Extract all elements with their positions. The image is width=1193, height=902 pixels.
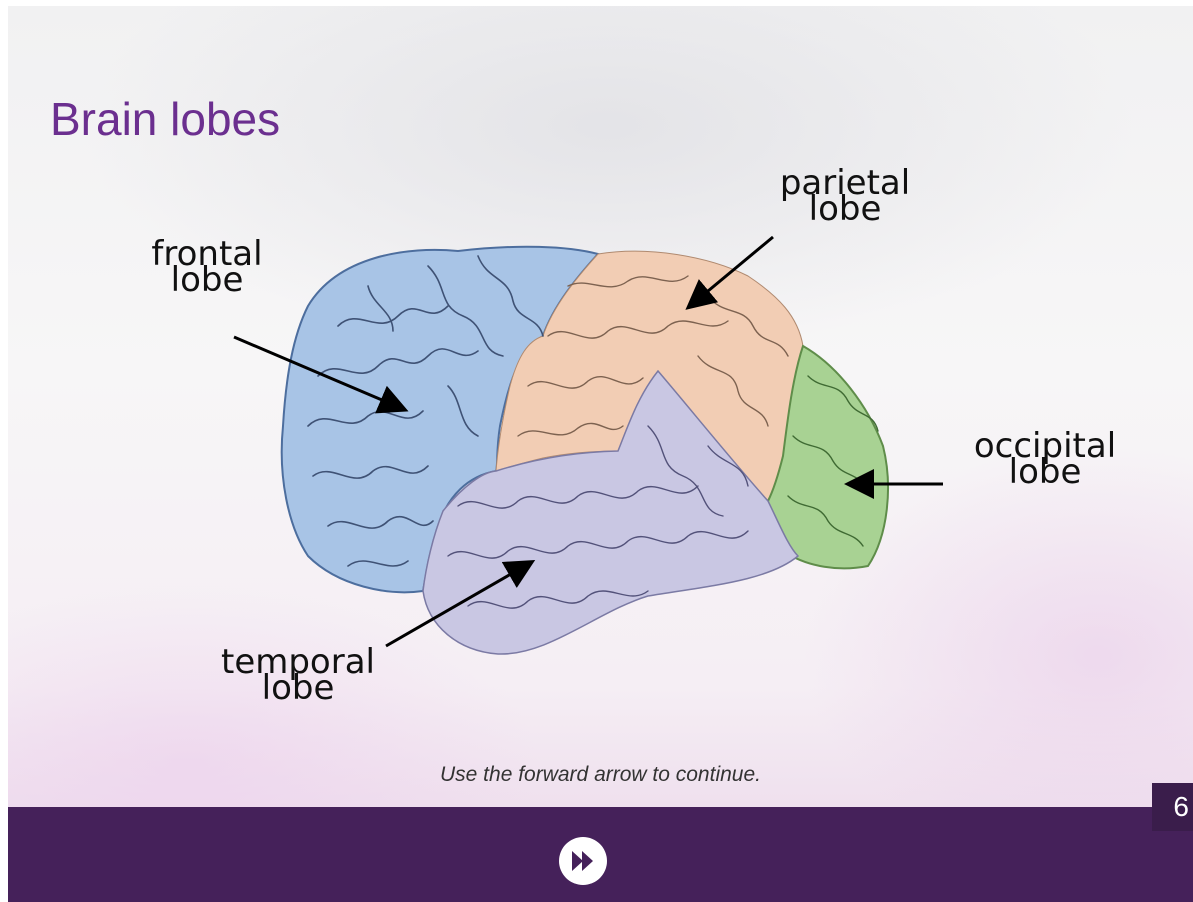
temporal-lobe-label: temporal lobe [198, 649, 398, 701]
fast-forward-icon [559, 837, 607, 885]
page-number: 6 [1152, 783, 1193, 831]
brain-diagram [8, 6, 1193, 807]
forward-button[interactable] [559, 837, 607, 885]
parietal-lobe-label: parietal lobe [760, 170, 930, 222]
slide: Brain lobes [8, 6, 1193, 807]
continue-hint: Use the forward arrow to continue. [8, 763, 1193, 787]
page-number-text: 6 [1173, 783, 1193, 831]
occipital-lobe-label: occipital lobe [950, 433, 1140, 485]
frontal-lobe-label: frontal lobe [132, 241, 282, 293]
navigation-bar [8, 807, 1193, 902]
